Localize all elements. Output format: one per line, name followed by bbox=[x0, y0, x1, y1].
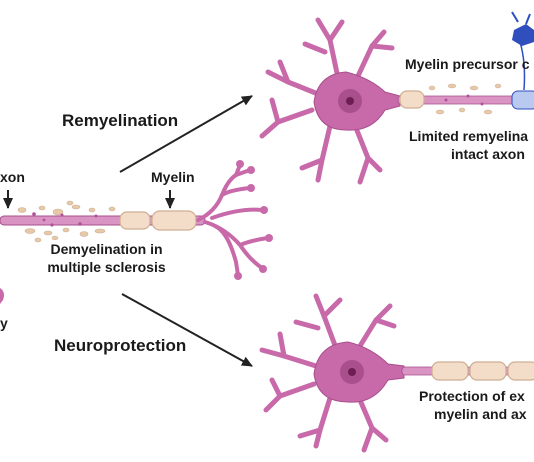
axon-label: xon bbox=[0, 169, 25, 185]
remyelination-label: Remyelination bbox=[62, 111, 179, 130]
neuroprotection-arrow bbox=[121, 293, 253, 367]
demyelinated-axon bbox=[0, 160, 273, 304]
neuron-neuroprotection bbox=[259, 293, 534, 453]
debris-purple bbox=[32, 212, 98, 227]
remyelination-arrow bbox=[119, 95, 253, 173]
protection-line2: myelin and ax bbox=[434, 406, 527, 422]
precursor-cell bbox=[512, 24, 534, 46]
demyelination-line1: Demyelination in bbox=[50, 241, 163, 257]
cell-body-label: y bbox=[0, 315, 8, 331]
partial-cell-body bbox=[0, 288, 4, 304]
terminal-boutons bbox=[234, 160, 273, 280]
demyelination-caption: Demyelination in multiple sclerosis bbox=[34, 240, 179, 276]
neuroprotection-label: Neuroprotection bbox=[54, 336, 187, 355]
neuron-remyelination bbox=[259, 11, 534, 185]
protection-line1: Protection of ex bbox=[419, 388, 525, 404]
precursor-label: Myelin precursor c bbox=[405, 56, 530, 72]
axon-terminal bbox=[196, 163, 270, 277]
myelin-label: Myelin bbox=[151, 169, 195, 185]
limited-remyelination-line2: intact axon bbox=[451, 146, 525, 162]
demyelination-line2: multiple sclerosis bbox=[47, 259, 166, 275]
myelin-debris bbox=[17, 200, 116, 243]
limited-remyelination-line1: Limited remyelina bbox=[409, 128, 529, 144]
myelin-segments bbox=[119, 210, 197, 231]
